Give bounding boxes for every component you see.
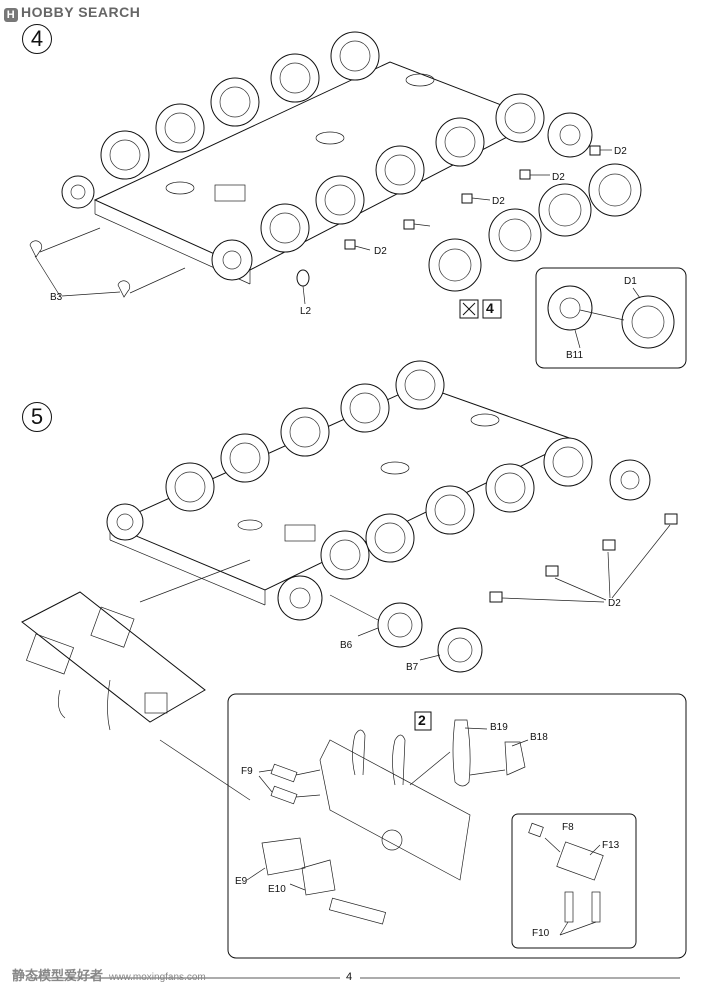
step-5-detail-box — [227, 693, 687, 959]
hitch-callout — [511, 813, 637, 949]
quantity-box-step4 — [482, 299, 502, 319]
label-f10: F10 — [532, 928, 550, 939]
page-number: 4 — [346, 971, 353, 983]
label-d2-step5: D2 — [608, 598, 621, 609]
logo-text: HOBBY SEARCH — [21, 4, 141, 20]
label-d1: D1 — [624, 276, 637, 287]
label-f13: F13 — [602, 840, 620, 851]
exhaust-callout — [452, 719, 529, 787]
quantity-box-step5 — [414, 711, 432, 731]
step-5-marker: 5 — [22, 402, 52, 432]
label-d2-1: D2 — [614, 146, 627, 157]
label-d2-3: D2 — [492, 196, 505, 207]
label-b3: B3 — [50, 292, 63, 303]
label-l2: L2 — [300, 306, 312, 317]
label-b18: B18 — [530, 732, 548, 743]
step-5-sprocket-parts — [329, 594, 483, 673]
step-5-hub-caps — [489, 513, 678, 603]
label-e9: E9 — [235, 876, 248, 887]
label-b7: B7 — [406, 662, 419, 673]
cement-tool-icon — [459, 299, 479, 319]
step-4-detail-callout — [535, 267, 687, 369]
label-b19: B19 — [490, 722, 508, 733]
label-d2-4: D2 — [374, 246, 387, 257]
label-f9: F9 — [241, 766, 253, 777]
footer-watermark: 静态模型爱好者 www.moxingfans.com — [12, 965, 206, 984]
step-4-wheels — [61, 31, 642, 292]
label-b11: B11 — [566, 350, 584, 361]
label-b6: B6 — [340, 640, 353, 651]
rear-plate-subassembly — [21, 559, 251, 801]
label-e10: E10 — [268, 884, 286, 895]
step-4-leader-lines — [34, 149, 612, 305]
logo-mark: H — [4, 8, 18, 22]
callout-count-step5: 2 — [418, 712, 426, 728]
label-d2-2: D2 — [552, 172, 565, 183]
callout-count-step4: 4 — [486, 300, 494, 316]
step-4-marker: 4 — [22, 24, 52, 54]
footer-watermark-url: www.moxingfans.com — [109, 972, 206, 983]
step-5-wheels — [106, 360, 651, 621]
footer-watermark-text: 静态模型爱好者 — [12, 968, 104, 983]
label-f8: F8 — [562, 822, 574, 833]
